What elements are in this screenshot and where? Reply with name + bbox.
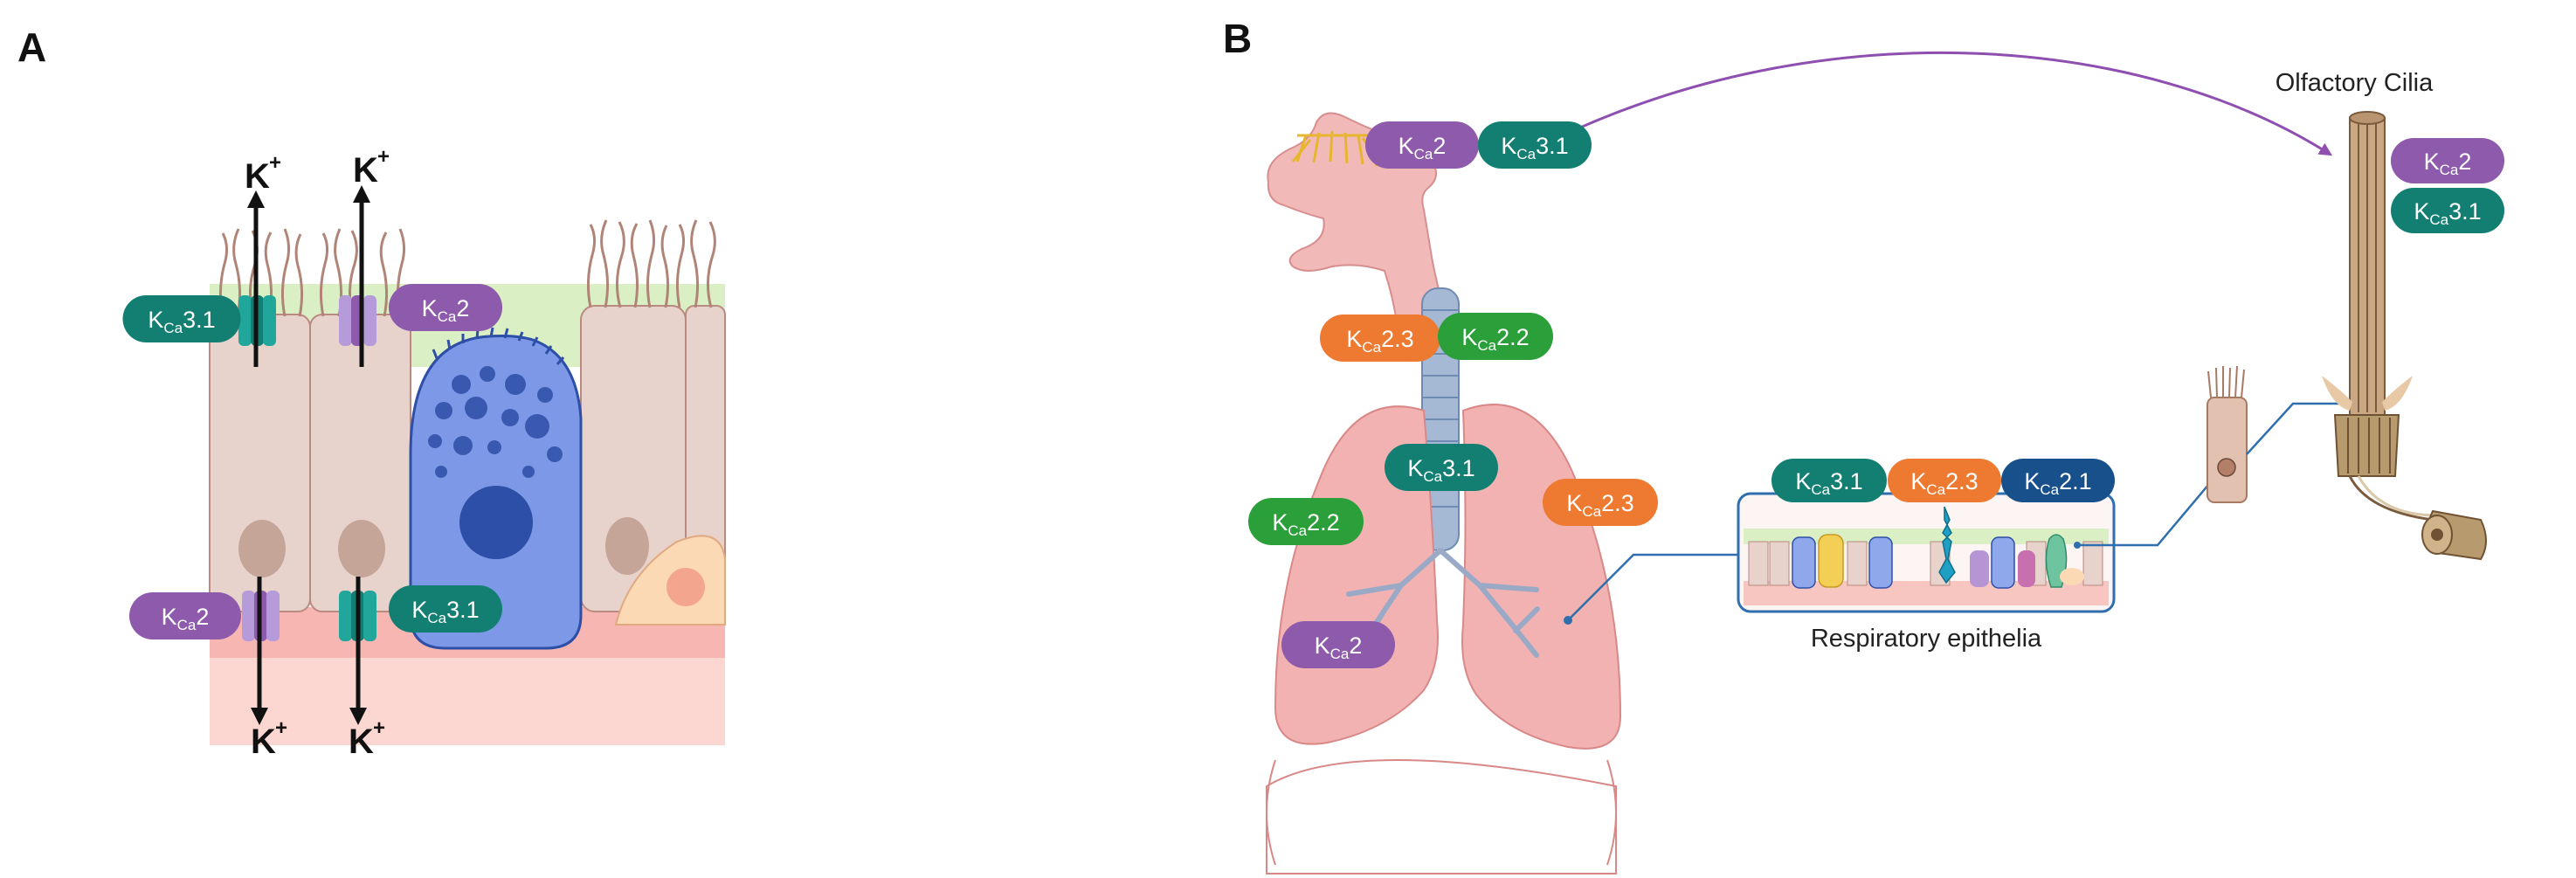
channel-label-pill: [1478, 121, 1592, 169]
channel-label-pill: [1888, 459, 2001, 502]
secretory-granules: [428, 366, 563, 478]
channel-label-text: KCa3.1: [411, 597, 479, 626]
channel-label-kca2: KCa2: [389, 284, 502, 331]
channel-label-pill: [1365, 121, 1479, 169]
olfactory-cilia-label: Olfactory Cilia: [2276, 69, 2434, 97]
svg-text:K: K: [349, 722, 374, 761]
svg-text:K: K: [353, 151, 378, 190]
channel-label-pill: [2391, 188, 2504, 233]
diaphragm-outline: [1266, 759, 1617, 875]
channel-label-pill: [1771, 459, 1887, 502]
nucleus: [605, 517, 649, 575]
channel-label-text: KCa3.1: [1501, 133, 1568, 162]
inset-cell-connector: [2077, 467, 2224, 547]
channel-protein-kca2-apical: [339, 295, 376, 346]
channel-label-text: KCa2.3: [1910, 468, 1978, 498]
channel-label-kca31: KCa3.1: [122, 295, 241, 342]
channel-label-kca23: KCa2.3: [1320, 315, 1440, 362]
k-ion-label: K +: [251, 716, 287, 761]
respiratory-epithelium-inset: [1737, 492, 2116, 613]
channel-label-kca2: KCa2: [1365, 121, 1479, 169]
k-ion-label: K +: [353, 145, 390, 190]
secretory-cell-nucleus: [459, 486, 533, 559]
connector-dot: [1564, 616, 1572, 625]
channel-label-pill: [1438, 313, 1553, 360]
channel-label-pill: [1543, 479, 1658, 526]
channel-label-kca2: KCa2: [129, 592, 241, 639]
panel-a-epithelium: [209, 219, 726, 745]
channel-label-kca2: KCa2: [2391, 138, 2504, 183]
channel-label-pill: [129, 592, 241, 639]
channel-label-text: KCa2.2: [1272, 509, 1339, 539]
nucleus: [238, 520, 286, 577]
svg-text:K: K: [251, 722, 276, 761]
channel-label-kca31: KCa3.1: [2391, 188, 2504, 233]
basal-cell-nucleus: [666, 568, 705, 606]
channel-label-pill: [1385, 444, 1498, 491]
channel-label-kca31: KCa3.1: [1771, 459, 1887, 502]
channel-protein-kca31-basolateral: [339, 591, 376, 641]
right-lung: [1461, 404, 1622, 750]
panel-label-a: A: [17, 24, 46, 70]
channel-label-text: KCa2: [422, 295, 470, 325]
svg-text:+: +: [377, 145, 390, 169]
svg-text:K: K: [245, 157, 270, 196]
channel-label-pill: [389, 585, 502, 633]
channel-label-text: KCa2: [1315, 633, 1363, 662]
panel-label-b: B: [1223, 16, 1252, 61]
channel-label-text: KCa2: [1398, 133, 1447, 162]
channel-label-text: KCa2.3: [1346, 326, 1413, 356]
svg-text:+: +: [269, 151, 281, 175]
channel-label-kca22: KCa2.2: [1248, 498, 1364, 545]
lung-inset-connector: [1567, 553, 1738, 621]
svg-text:+: +: [373, 716, 385, 740]
channel-label-text: KCa3.1: [148, 307, 215, 336]
channel-label-kca23: KCa2.3: [1888, 459, 2001, 502]
respiratory-epithelia-label: Respiratory epithelia: [1811, 625, 2042, 653]
channel-label-pill: [389, 284, 502, 331]
k-ion-label: K +: [349, 716, 385, 761]
channel-label-text: KCa2.3: [1566, 490, 1633, 520]
olfactory-cilium: [2322, 111, 2487, 561]
nucleus: [338, 520, 385, 577]
connector-dot: [2074, 542, 2081, 549]
channel-label-text: KCa2: [162, 604, 210, 633]
channel-label-pill: [122, 295, 241, 342]
channel-label-text: KCa3.1: [1407, 455, 1474, 485]
channel-label-text: KCa2.1: [2024, 468, 2091, 498]
channel-label-kca23: KCa2.3: [1543, 479, 1658, 526]
channel-label-pill: [1248, 498, 1364, 545]
single-ciliated-cell: [2207, 365, 2248, 503]
olfactory-projection-arrow: [1571, 51, 2333, 156]
k-ion-label: K +: [245, 151, 281, 196]
svg-text:+: +: [275, 716, 287, 740]
channel-label-text: KCa2: [2424, 149, 2472, 178]
channel-label-pill: [1320, 315, 1440, 362]
channel-label-kca22: KCa2.2: [1438, 313, 1553, 360]
channel-label-text: KCa3.1: [1795, 468, 1862, 498]
channel-label-kca21: KCa2.1: [2001, 459, 2115, 502]
secretory-cell-microvilli: [432, 327, 565, 365]
channel-label-text: KCa2.2: [1461, 324, 1529, 354]
channel-label-kca2: KCa2: [1281, 621, 1395, 668]
channel-label-text: KCa3.1: [2414, 198, 2481, 228]
channel-label-kca31: KCa3.1: [389, 585, 502, 633]
channel-label-pill: [2391, 138, 2504, 183]
channel-label-kca31: KCa3.1: [1478, 121, 1592, 169]
channel-label-pill: [1281, 621, 1395, 668]
channel-label-pill: [2001, 459, 2115, 502]
channel-label-kca31: KCa3.1: [1385, 444, 1498, 491]
